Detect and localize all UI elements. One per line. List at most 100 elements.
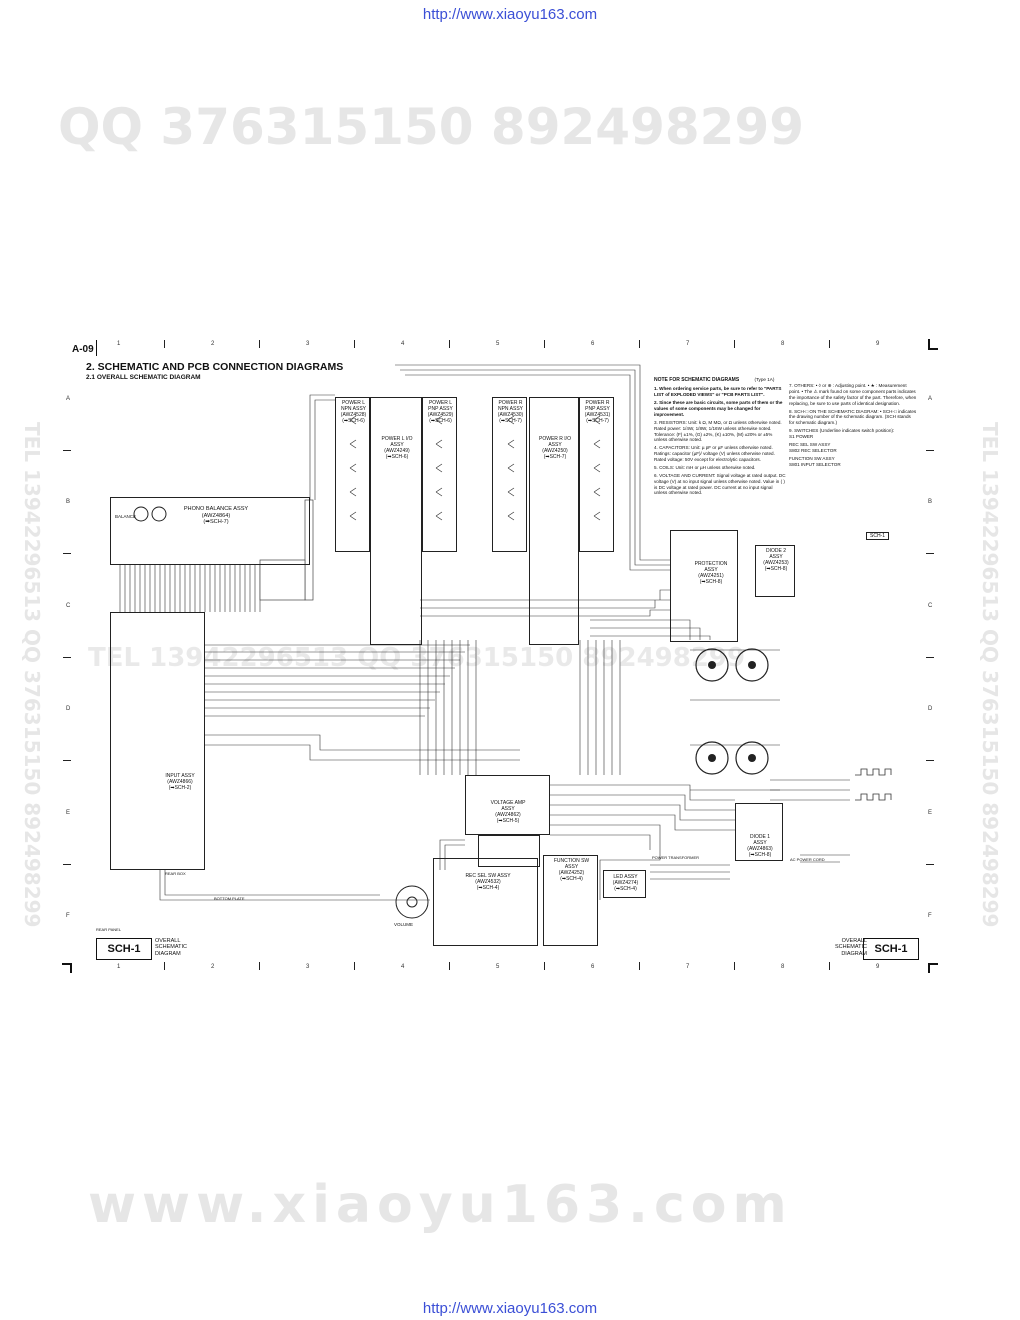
row-dash — [926, 553, 934, 555]
ruler-tick — [449, 962, 451, 970]
column-number: 1 — [117, 964, 121, 970]
column-number: 7 — [686, 964, 690, 970]
row-dash — [63, 657, 71, 659]
balance-connector-icon — [133, 506, 167, 522]
column-number: 3 — [306, 341, 310, 347]
row-letter: A — [66, 396, 71, 402]
note-item: 5. COILS: Unit: mH or µH unless otherwis… — [654, 464, 756, 470]
volume-label: VOLUME — [394, 922, 414, 927]
header-url[interactable]: http://www.xiaoyu163.com — [422, 6, 598, 23]
note-item: 1. When ordering service parts, be sure … — [654, 386, 782, 398]
diode2-assy-label: DIODE 2 ASSY (AWZ4253) (➡SCH-8) — [763, 548, 789, 572]
note-item: REC SEL SW ASSY — [789, 441, 831, 447]
row-dash — [63, 450, 71, 452]
corner-mark-bottom-right — [928, 963, 930, 973]
section-title: 2. SCHEMATIC AND PCB CONNECTION DIAGRAMS — [86, 361, 344, 373]
row-letter: B — [66, 499, 71, 505]
ruler-tick — [829, 340, 831, 348]
footer-url[interactable]: http://www.xiaoyu163.com — [422, 1300, 598, 1317]
note-item: S802 REC SELECTOR — [789, 447, 837, 453]
led-assy-label: LED ASSY (AWZ4274) (➡SCH-4) — [612, 874, 639, 892]
ruler-tick — [164, 340, 166, 348]
protection-assy-label: PROTECTION ASSY (AWZ4251) (➡SCH-8) — [694, 561, 728, 585]
note-item: 7. OTHERS: • ◊ or ⊕ : Adjusting point. •… — [789, 383, 917, 406]
power-r-pnp-assy-label: POWER R PNP ASSY (AWZ4531) (➡SCH-7) — [584, 400, 611, 424]
power-l-pnp-assy-label: POWER L PNP ASSY (AWZ4529) (➡SCH-6) — [427, 400, 454, 424]
column-number: 4 — [401, 964, 405, 970]
voltage-amp-assy-box: VOLTAGE AMP ASSY (AWZ4862) (➡SCH-5) — [465, 775, 550, 835]
power-l-npn-assy-label: POWER L NPN ASSY (AWZ4528) (➡SCH-6) — [340, 400, 367, 424]
ruler-tick — [449, 340, 451, 348]
rear-panel-label: REAR PANEL — [96, 927, 122, 932]
note-item: S1 POWER — [789, 434, 814, 439]
led-assy-box: LED ASSY (AWZ4274) (➡SCH-4) — [603, 870, 646, 898]
phono-balance-assy-label: PHONO BALANCE ASSY (AWZ4864) (➡SCH-7) — [183, 506, 249, 526]
row-letter: E — [66, 810, 71, 816]
rec-sel-sw-assy-label: REC SEL SW ASSY (AWZ4532) (➡SCH-4) — [465, 873, 511, 891]
ruler-tick — [354, 340, 356, 348]
power-r-npn-assy-box: POWER R NPN ASSY (AWZ4530) (➡SCH-7) — [492, 397, 527, 552]
function-sw-assy-box: FUNCTION SW ASSY (AWZ4252) (➡SCH-4) — [543, 855, 598, 946]
note-item: S801 INPUT SELECTOR — [789, 461, 841, 467]
bottom-plate-label: BOTTOM PLATE — [214, 896, 245, 901]
schematic-notes-left: NOTE FOR SCHEMATIC DIAGRAMS (Type 1A) 1.… — [654, 377, 786, 496]
notes-heading: NOTE FOR SCHEMATIC DIAGRAMS — [654, 377, 740, 383]
row-dash — [63, 864, 71, 866]
page-number-divider — [96, 340, 98, 356]
voltage-amp-sub-box — [478, 835, 540, 867]
note-item: 3. RESISTORS: Unit: k Ω, M MΩ, or Ω unle… — [654, 419, 782, 443]
column-number: 9 — [876, 341, 880, 347]
ruler-tick — [829, 962, 831, 970]
diode2-assy-box: DIODE 2 ASSY (AWZ4253) (➡SCH-8) — [755, 545, 795, 597]
corner-mark-top-right — [928, 348, 938, 350]
power-r-npn-assy-label: POWER R NPN ASSY (AWZ4530) (➡SCH-7) — [497, 400, 524, 424]
column-number: 4 — [401, 341, 405, 347]
watermark-bottom: www.xiaoyu163.com — [88, 1175, 793, 1235]
watermark-top: QQ 376315150 892498299 — [58, 98, 805, 156]
footer-right-caption: OVERALL SCHEMATIC DIAGRAM — [835, 938, 867, 957]
note-item: 6. VOLTAGE AND CURRENT: Signal voltage a… — [654, 472, 786, 496]
ruler-tick — [354, 962, 356, 970]
column-number: 8 — [781, 341, 785, 347]
diode1-assy-box: DIODE 1 ASSY (AWZ4863) (➡SCH-8) — [735, 803, 783, 861]
function-sw-assy-label: FUNCTION SW ASSY (AWZ4252) (➡SCH-4) — [553, 858, 590, 882]
ruler-tick — [544, 962, 546, 970]
protection-assy-box: PROTECTION ASSY (AWZ4251) (➡SCH-8) — [670, 530, 738, 642]
phono-balance-assy-box: PHONO BALANCE ASSY (AWZ4864) (➡SCH-7) BA… — [110, 497, 310, 565]
voltage-amp-assy-label: VOLTAGE AMP ASSY (AWZ4862) (➡SCH-5) — [490, 800, 526, 824]
row-dash — [63, 760, 71, 762]
sch1-tag: SCH-1 — [866, 532, 890, 540]
power-l-io-assy-label: POWER L I/O ASSY (AWZ4249) (➡SCH-6) — [381, 436, 413, 460]
row-dash — [926, 450, 934, 452]
row-letter: A — [928, 396, 933, 402]
column-number: 2 — [211, 964, 215, 970]
note-item: 4. CAPACITORS: Unit: µ pF or µF unless o… — [654, 445, 775, 463]
note-item: 2. Since these are basic circuits, some … — [654, 400, 783, 417]
column-number: 1 — [117, 341, 121, 347]
power-l-pnp-assy-box: POWER L PNP ASSY (AWZ4529) (➡SCH-6) — [422, 397, 457, 552]
page-number: A-09 — [72, 344, 94, 355]
note-item: FUNCTION SW ASSY — [789, 455, 835, 461]
power-r-io-assy-label: POWER R I/O ASSY (AWZ4250) (➡SCH-7) — [539, 436, 571, 460]
ruler-tick — [734, 340, 736, 348]
corner-mark-bottom-left — [62, 963, 72, 965]
input-assy-box: INPUT ASSY (AWZ4866) (➡SCH-2) — [110, 612, 205, 870]
footer-left-caption: OVERALL SCHEMATIC DIAGRAM — [155, 938, 187, 957]
row-dash — [926, 657, 934, 659]
power-l-io-assy-box: POWER L I/O ASSY (AWZ4249) (➡SCH-6) — [370, 397, 422, 645]
column-number: 7 — [686, 341, 690, 347]
row-dash — [926, 864, 934, 866]
ruler-tick — [259, 340, 261, 348]
note-item: 8. SCH-□ ON THE SCHEMATIC DIAGRAM: • SCH… — [789, 408, 917, 426]
row-letter: D — [66, 706, 71, 712]
ruler-tick — [639, 340, 641, 348]
ruler-tick — [639, 962, 641, 970]
corner-mark-bottom-right — [928, 963, 938, 965]
balance-label: BALANCE — [115, 514, 137, 519]
row-letter: D — [928, 706, 933, 712]
power-r-pnp-assy-box: POWER R PNP ASSY (AWZ4531) (➡SCH-7) — [579, 397, 614, 552]
note-item: 9. SWITCHES (Underline indicates switch … — [789, 428, 895, 434]
rec-sel-sw-assy-box: REC SEL SW ASSY (AWZ4532) (➡SCH-4) — [433, 858, 538, 946]
row-letter: F — [66, 913, 70, 919]
